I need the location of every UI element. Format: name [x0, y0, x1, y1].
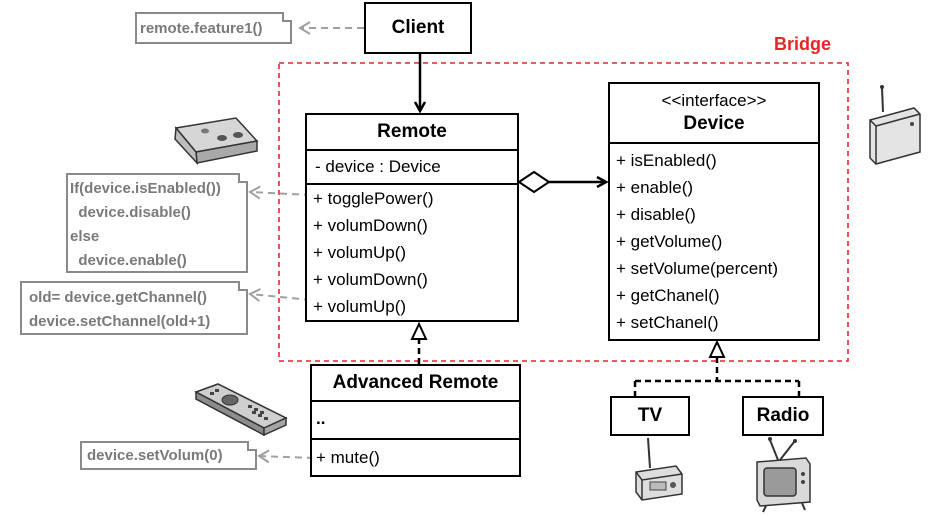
- inheritance-triangle-device: [708, 339, 726, 358]
- toggle-note: If(device.isEnabled()) device.disable() …: [66, 173, 248, 273]
- device-interface[interactable]: <<interface>> Device + isEnabled() + ena…: [608, 82, 820, 341]
- device-method: + setVolume(percent): [616, 259, 779, 278]
- device-method: + getChanel(): [616, 286, 720, 305]
- toggle-note-line: If(device.isEnabled()): [70, 180, 221, 197]
- channel-note-line: old= device.getChannel(): [29, 289, 207, 306]
- remote-methods: + togglePower() + volumDown() + volumUp(…: [307, 183, 517, 320]
- bridge-label: Bridge: [774, 34, 832, 54]
- remote-class[interactable]: Remote - device : Device + togglePower()…: [305, 113, 519, 322]
- remote-method: + volumDown(): [313, 270, 428, 289]
- note-fold-icon: [238, 173, 248, 183]
- client-class-name: Client: [391, 17, 445, 38]
- advanced-remote-attributes: ..: [312, 400, 519, 438]
- device-method: + enable(): [616, 178, 694, 197]
- remote-method: + volumUp(): [313, 297, 407, 316]
- mute-note: device.setVolum(0): [80, 441, 257, 470]
- advanced-remote-class-name: Advanced Remote: [332, 372, 499, 393]
- radio-class-name: Radio: [756, 405, 810, 426]
- toggle-note-line: device.enable(): [70, 252, 187, 269]
- remote-class-name: Remote: [377, 121, 447, 142]
- toggle-note-line: else: [70, 228, 100, 245]
- note-fold-icon: [247, 441, 257, 451]
- remote-method: + togglePower(): [313, 189, 434, 208]
- mute-note-text: device.setVolum(0): [87, 447, 223, 464]
- advanced-remote-icon: [194, 383, 288, 437]
- toggle-note-line: device.disable(): [70, 204, 191, 221]
- device-stereotype: <<interface>>: [661, 91, 767, 110]
- device-method: + setChanel(): [616, 313, 719, 332]
- radio-icon: [869, 85, 921, 165]
- feature-note: remote.feature1(): [135, 12, 292, 44]
- feature-note-text: remote.feature1(): [140, 20, 263, 37]
- remote-method: + volumDown(): [313, 216, 428, 235]
- advanced-remote-attribute: ..: [316, 409, 326, 428]
- device-methods: + isEnabled() + enable() + disable() + g…: [610, 142, 818, 336]
- channel-note-line: device.setChannel(old+1): [29, 313, 211, 330]
- bridge-boundary: [278, 62, 849, 362]
- tv-class-name: TV: [637, 405, 663, 426]
- inheritance-triangle-remote: [410, 321, 428, 340]
- advanced-remote-method: + mute(): [316, 448, 380, 467]
- tv-class[interactable]: TV: [610, 396, 690, 436]
- channel-note: old= device.getChannel() device.setChann…: [20, 281, 248, 335]
- device-method: + isEnabled(): [616, 151, 717, 170]
- device-method: + disable(): [616, 205, 696, 224]
- remote-attribute: - device : Device: [315, 157, 441, 176]
- radio-class[interactable]: Radio: [742, 396, 824, 436]
- aggregation-diamond: [517, 170, 551, 194]
- remote-method: + volumUp(): [313, 243, 407, 262]
- note-fold-icon: [238, 281, 248, 291]
- client-class[interactable]: Client: [364, 2, 472, 54]
- mute-note-link: [257, 449, 315, 464]
- advanced-remote-class[interactable]: Advanced Remote .. + mute(): [310, 364, 521, 477]
- device-method: + getVolume(): [616, 232, 723, 251]
- device-interface-name: Device: [683, 113, 745, 134]
- channel-note-link: [248, 288, 312, 302]
- note-fold-icon: [282, 12, 292, 22]
- small-radio-icon: [635, 437, 683, 501]
- advanced-remote-methods: + mute(): [312, 438, 519, 471]
- tv-icon: [756, 437, 811, 513]
- remote-icon: [174, 117, 259, 166]
- remote-attributes: - device : Device: [307, 149, 517, 183]
- toggle-note-link: [248, 185, 312, 200]
